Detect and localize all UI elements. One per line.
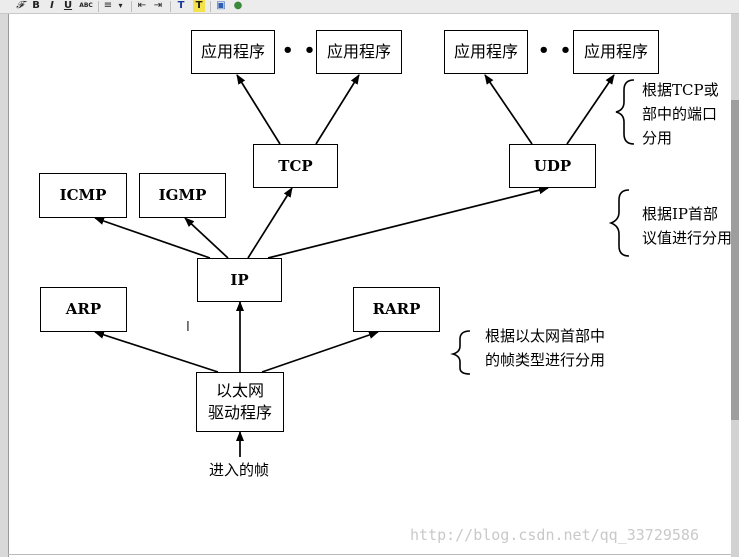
note-line: 分用 — [642, 129, 673, 147]
brace-port-demux — [615, 79, 635, 145]
ip-to-icmp-arrow — [94, 217, 211, 259]
brace-ether-demux — [450, 330, 471, 375]
text-cursor-icon: I — [186, 320, 190, 335]
toolbar-divider — [170, 1, 171, 12]
indent-icon[interactable]: ⇥ — [153, 0, 163, 11]
note-line: 议值进行分用 — [642, 229, 731, 247]
udp-to-app3-arrow — [484, 74, 533, 145]
note-line: 的帧类型进行分用 — [485, 351, 606, 369]
note-line: 根据以太网首部中 — [485, 327, 606, 345]
ether-to-rarp-arrow — [261, 331, 379, 373]
igmp-box: IGMP — [139, 173, 226, 218]
ether-demux-note: 根据以太网首部中 的帧类型进行分用 — [485, 324, 605, 372]
ip-to-igmp-arrow — [184, 217, 229, 259]
brace-ip-demux — [608, 189, 630, 257]
outdent-icon[interactable]: ⇤ — [137, 0, 147, 11]
app-box: 应用程序 — [316, 30, 402, 74]
left-gutter — [0, 14, 9, 557]
udp-to-app4-arrow — [566, 74, 615, 145]
note-line: 根据IP首部 — [642, 205, 719, 223]
toolbar-divider — [210, 1, 211, 12]
globe-icon[interactable]: ● — [233, 0, 243, 11]
icmp-box: ICMP — [39, 173, 127, 218]
ip-to-tcp-arrow — [247, 187, 293, 259]
ether-to-arp-arrow — [94, 330, 219, 373]
bold-icon[interactable]: B — [32, 0, 40, 11]
arp-box: ARP — [40, 287, 127, 332]
app-box: 应用程序 — [191, 30, 275, 74]
align-icon[interactable]: ≡ — [103, 0, 113, 11]
watermark: http://blog.csdn.net/qq_33729586 — [410, 526, 699, 544]
app-box: 应用程序 — [444, 30, 528, 74]
text-color-icon[interactable]: T — [177, 0, 185, 11]
toolbar-divider — [98, 1, 99, 12]
port-demux-note: 根据TCP或 部中的端口 分用 — [642, 78, 719, 150]
ip-box: IP — [197, 258, 282, 302]
tcp-box: TCP — [253, 144, 338, 188]
chevron-down-icon[interactable]: ▾ — [118, 1, 123, 10]
ethernet-driver-box: 以太网 驱动程序 — [196, 372, 284, 432]
underline-icon[interactable]: U — [63, 0, 73, 11]
vertical-scrollbar-thumb[interactable] — [731, 100, 739, 420]
ethernet-driver-line1: 以太网 — [215, 381, 264, 401]
strikethrough-icon[interactable]: ABC — [79, 2, 93, 9]
font-icon[interactable]: 𝓕 — [16, 0, 24, 11]
formatting-toolbar: 𝓕 B I U ABC ≡ ▾ ⇤ ⇥ T T ▣ ● — [0, 0, 739, 14]
tcp-to-app2-arrow — [315, 74, 360, 145]
incoming-frame-label: 进入的帧 — [209, 461, 270, 479]
ip-to-udp-arrow — [267, 186, 549, 259]
tcp-to-app1-arrow — [236, 74, 281, 145]
udp-box: UDP — [509, 144, 596, 188]
ethernet-driver-line2: 驱动程序 — [207, 403, 272, 422]
italic-icon[interactable]: I — [50, 0, 54, 11]
page-bottom-border — [8, 554, 731, 555]
note-line: 根据TCP或 — [642, 81, 719, 99]
app-box: 应用程序 — [573, 30, 659, 74]
highlight-icon[interactable]: T — [193, 0, 205, 12]
ip-demux-note: 根据IP首部 议值进行分用 — [642, 202, 731, 250]
rarp-box: RARP — [353, 287, 440, 332]
note-line: 部中的端口 — [642, 105, 718, 123]
toolbar-divider — [131, 1, 132, 12]
insert-image-icon[interactable]: ▣ — [216, 0, 226, 11]
